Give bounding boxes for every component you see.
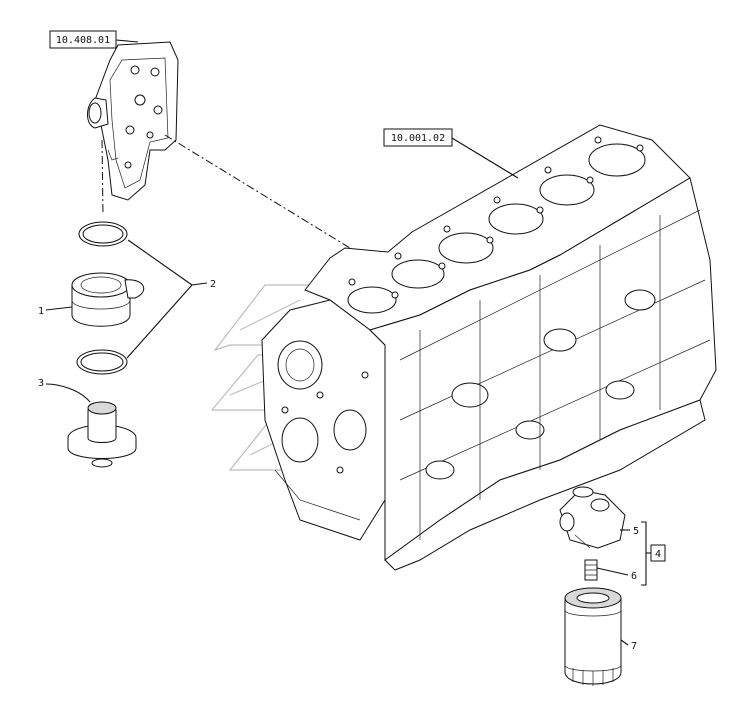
callout-2: 2 xyxy=(210,279,216,290)
reference-label-top: 10.408.01 xyxy=(56,35,110,46)
oil-filter xyxy=(564,587,622,686)
o-ring-lower xyxy=(76,349,128,375)
callout-7: 7 xyxy=(631,641,637,652)
callout-4: 4 xyxy=(655,549,661,560)
callout-3-leader: 3 xyxy=(38,378,91,403)
callout-2-leaders: 2 xyxy=(126,239,216,359)
callout-1: 1 xyxy=(38,306,44,317)
callout-7-leader: 7 xyxy=(620,639,637,652)
callout-5: 5 xyxy=(633,526,639,537)
threaded-nipple xyxy=(584,559,598,581)
callout-5-leader: 5 xyxy=(620,526,639,537)
centerline-vertical xyxy=(101,139,104,216)
reference-box-block: 10.001.02 xyxy=(383,128,519,179)
reference-box-top: 10.408.01 xyxy=(49,30,139,49)
callout-1-leader: 1 xyxy=(38,306,73,317)
assembly-bracket-4: 4 xyxy=(641,521,666,586)
filter-adapter xyxy=(67,401,137,468)
oil-cooler-element xyxy=(71,272,145,327)
centerline-to-block xyxy=(164,134,351,249)
deck-bolt-holes xyxy=(348,136,644,299)
o-ring-upper xyxy=(78,221,128,247)
engine-block xyxy=(261,124,717,571)
callout-6: 6 xyxy=(631,571,637,582)
filter-head xyxy=(559,486,626,549)
callout-3: 3 xyxy=(38,378,44,389)
oil-cooler-cover xyxy=(87,41,179,201)
reference-label-block: 10.001.02 xyxy=(391,133,445,144)
callout-6-leader: 6 xyxy=(596,567,637,582)
